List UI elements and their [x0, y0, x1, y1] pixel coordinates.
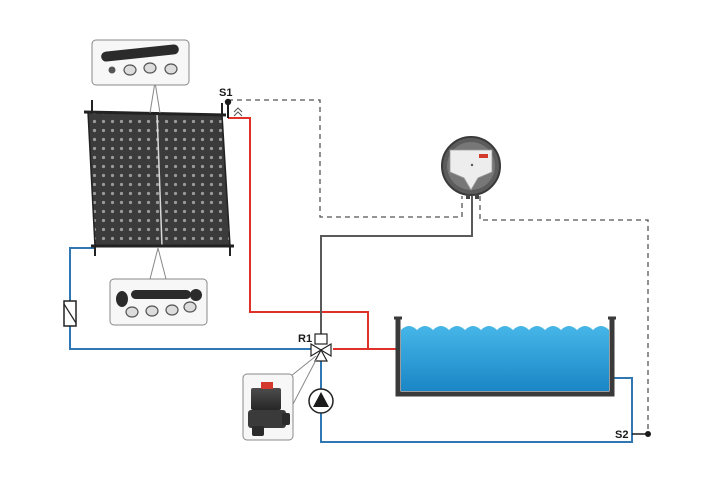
top-accessories-callout: [91, 39, 190, 114]
sensor-2: [632, 431, 651, 437]
sensor-1-label: S1: [219, 87, 232, 99]
motorized-valve-callout: [242, 355, 317, 441]
pool-outlet-pipe: [320, 360, 633, 443]
hot-return-pipe: [228, 117, 399, 350]
solar-collector-panel: [83, 100, 234, 256]
filter-icon: [63, 300, 77, 327]
pump-icon: [308, 388, 334, 414]
valve-label: R1: [298, 333, 312, 345]
controller-unit: [441, 136, 501, 199]
swimming-pool: [394, 316, 616, 397]
cold-feed-pipe: [69, 247, 315, 350]
sensor-2-label: S2: [615, 429, 628, 441]
three-way-valve: [310, 333, 332, 362]
bottom-accessories-callout: [109, 247, 208, 326]
sensor-1: [224, 98, 243, 118]
sensor-1-signal-wire: [228, 99, 463, 218]
controller-valve-line: [320, 196, 473, 336]
sensor-2-signal-wire: [479, 196, 649, 434]
